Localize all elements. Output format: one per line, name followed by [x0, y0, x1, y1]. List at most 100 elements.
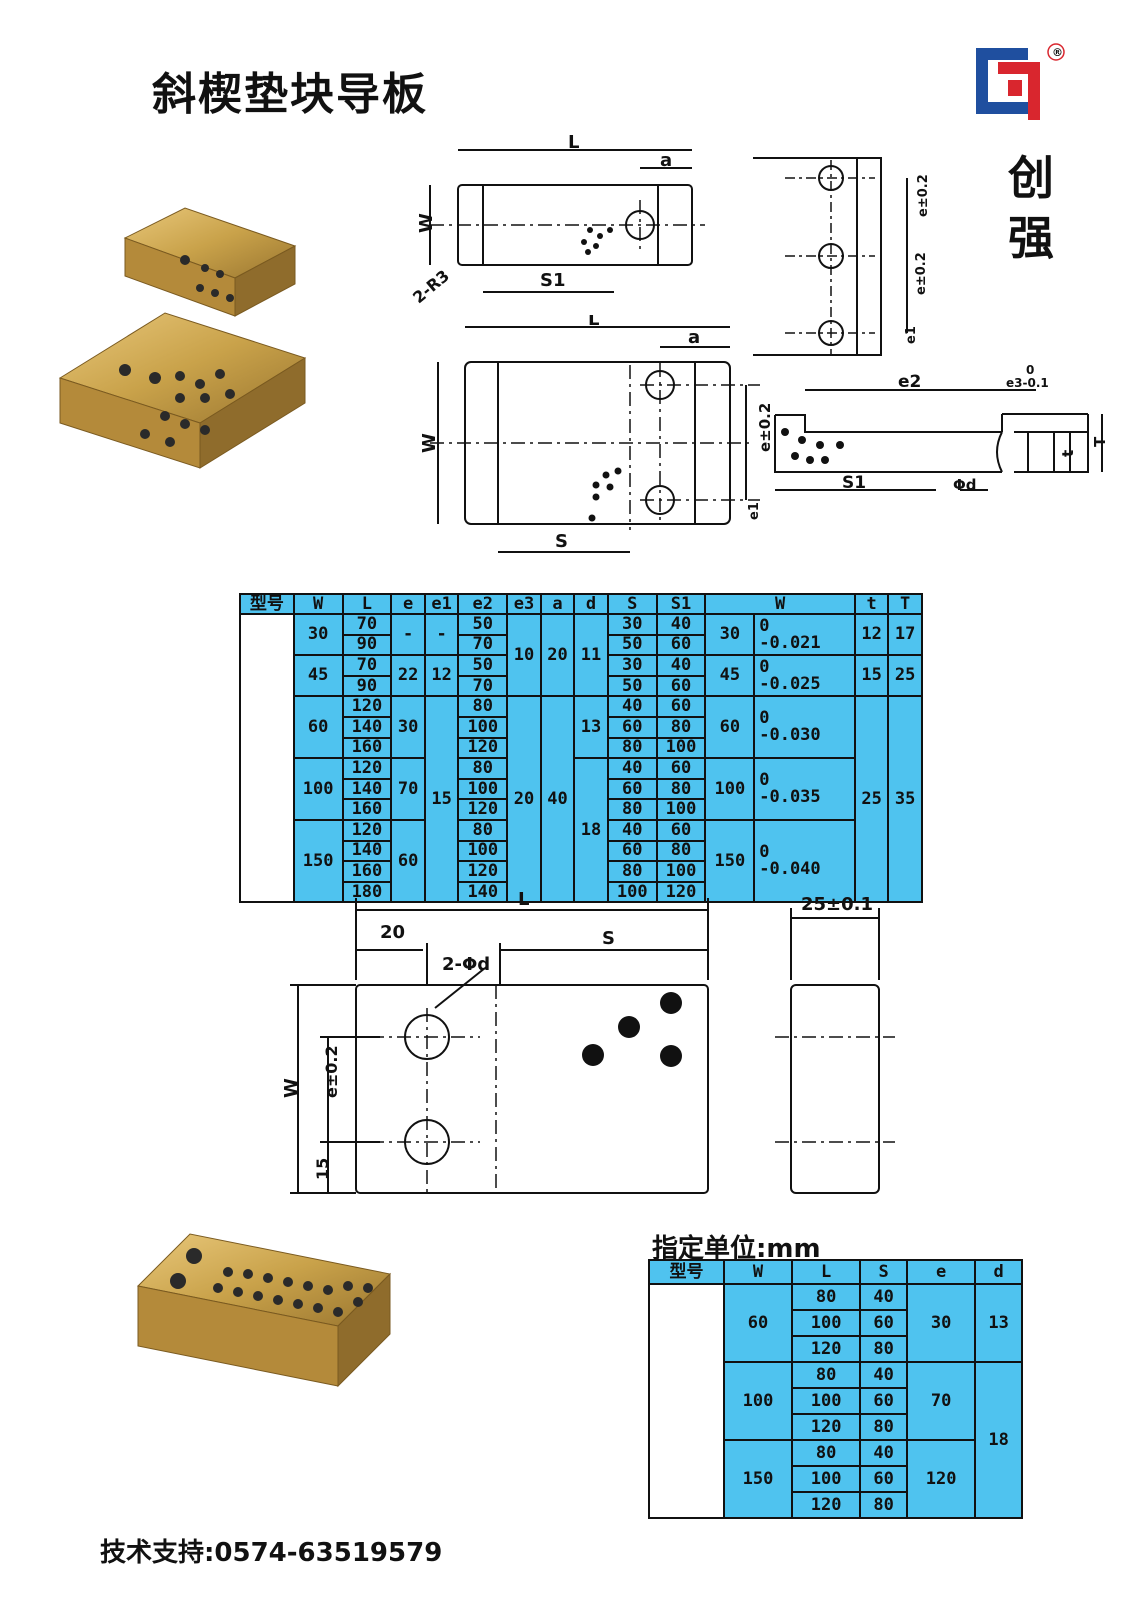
cell: 100: [457, 715, 509, 739]
table-row: 100 120 70 80 18 40 60 100 0-0.035: [240, 757, 922, 904]
th-W: W: [292, 593, 344, 615]
cell: 0-0.021: [753, 612, 856, 657]
th-L: L: [341, 593, 393, 615]
model-cell-2: [648, 1283, 725, 1519]
cell: 120: [655, 880, 707, 904]
cell: 30: [390, 695, 426, 760]
cell: 80: [606, 736, 658, 760]
cell: 120: [341, 695, 393, 718]
drawing-plate-side: 25±0.1: [775, 894, 895, 1194]
cell: 40: [655, 613, 707, 636]
table-row: 160 120 80 100: [240, 798, 922, 821]
cell: 80: [859, 1491, 909, 1519]
cell: 90: [341, 674, 393, 698]
cell: 100: [655, 798, 707, 821]
cell: 80: [457, 695, 509, 718]
table-row: 60 120 30 15 80 20 40 13 40 60 60 0-0.03…: [240, 695, 923, 904]
cell: 120: [341, 818, 393, 842]
cell: 0-0.035: [753, 757, 856, 821]
cell: 30: [606, 613, 658, 636]
cell: 50: [606, 633, 658, 657]
cell: 18: [974, 1361, 1023, 1519]
cell: 70: [457, 674, 509, 698]
label-t: t: [1059, 450, 1077, 457]
cell: 120: [457, 798, 509, 821]
cell: 150: [292, 818, 344, 904]
cell: 18: [573, 757, 609, 904]
cell: 80: [606, 798, 658, 821]
label-e-tol-4: e±0.2: [322, 1045, 341, 1098]
cell: 70: [457, 633, 509, 657]
label-e-tol-2: e±0.2: [914, 252, 929, 295]
cell: 120: [906, 1439, 977, 1519]
cell: 120: [791, 1335, 862, 1363]
label-phi-d: Φd: [953, 476, 977, 494]
cell: 25: [887, 654, 923, 698]
th-W-2: W: [722, 1259, 794, 1285]
cell: 60: [859, 1387, 909, 1415]
cell: 80: [859, 1413, 909, 1441]
cell: 140: [341, 715, 393, 739]
cell: 60: [655, 695, 707, 718]
cell: 100: [655, 736, 707, 760]
th-d: d: [573, 593, 609, 615]
label-S: S: [555, 531, 568, 552]
label-R3: 2-R3: [409, 266, 453, 307]
cell: 13: [974, 1283, 1023, 1363]
brand-name-2: 强: [1008, 211, 1054, 265]
cell: 50: [457, 654, 509, 677]
label-S1: S1: [540, 270, 566, 291]
th-e1: e1: [423, 593, 460, 615]
cell: 160: [341, 798, 393, 821]
cell: 40: [606, 757, 658, 780]
cell: 80: [655, 777, 707, 801]
th-a: a: [539, 593, 576, 615]
cell: 100: [791, 1309, 862, 1337]
cell: 0-0.040: [753, 818, 856, 904]
cell: 40: [859, 1283, 909, 1311]
cell: 100: [791, 1465, 862, 1493]
th-S1: S1: [655, 593, 707, 615]
drawing-small-top: L a W 2-R3 S1: [409, 132, 705, 307]
cell: 150: [704, 818, 756, 904]
th-S-2: S: [859, 1259, 909, 1285]
cell: 10: [506, 612, 542, 698]
th-W-tol: W: [704, 593, 856, 615]
cell: 0-0.025: [753, 654, 856, 698]
th-e: e: [390, 593, 426, 615]
cell: 60: [655, 633, 707, 657]
table-row: 45 70 22 12 50 30 40 45 0-0.025 15 25: [240, 654, 923, 698]
cell: 80: [791, 1361, 862, 1389]
label-L: L: [568, 132, 579, 153]
cell: 60: [655, 818, 707, 842]
cell: 120: [457, 860, 509, 883]
drawing-large-top: L a W e±0.2 e1 S: [419, 315, 770, 553]
cell: 60: [390, 818, 426, 904]
cell: 70: [906, 1361, 977, 1441]
cell: 25: [853, 695, 890, 904]
label-20: 20: [380, 922, 405, 943]
label-a-2: a: [688, 327, 700, 348]
cell: 120: [791, 1413, 862, 1441]
cell: 70: [390, 757, 426, 821]
cell: 60: [606, 715, 658, 739]
cell: 140: [457, 880, 509, 904]
cell: 100: [655, 860, 707, 883]
cell: 15: [853, 654, 890, 698]
cell: 30: [906, 1283, 977, 1363]
cell: 140: [341, 777, 393, 801]
cell: 22: [390, 654, 426, 698]
label-W-3: W: [281, 1078, 302, 1098]
drawing-plate-front: L 20 S 2-Φd W e±0.2 15: [281, 889, 709, 1194]
cell: 0-0.030: [753, 695, 856, 760]
cell: 160: [341, 736, 393, 760]
cell: 80: [859, 1335, 909, 1363]
label-W-2: W: [419, 433, 440, 453]
registered-mark: ®: [1052, 46, 1063, 59]
th-model-2: 型号: [648, 1259, 725, 1285]
cell: 90: [341, 633, 393, 657]
